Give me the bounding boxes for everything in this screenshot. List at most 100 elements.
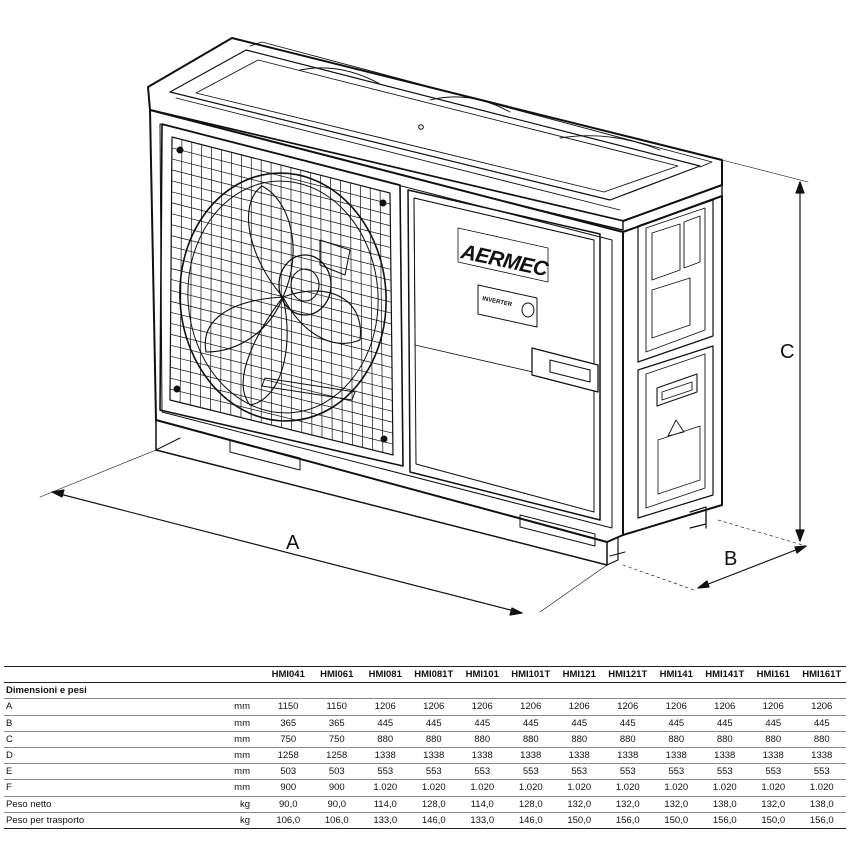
value-cell: 146,0 xyxy=(506,812,555,829)
value-cell: 503 xyxy=(312,763,361,781)
grille-wire xyxy=(170,322,393,379)
value-cell: 106,0 xyxy=(264,812,313,829)
grille-wire xyxy=(171,180,391,238)
value-cell: 553 xyxy=(361,763,410,781)
value-cell: 445 xyxy=(506,715,555,732)
row-unit: mm xyxy=(184,731,264,748)
grille-wire xyxy=(170,224,392,281)
value-cell: 1206 xyxy=(652,698,701,716)
value-cell: 553 xyxy=(458,763,507,781)
side-panel xyxy=(622,195,723,536)
value-cell: 1338 xyxy=(409,747,458,765)
value-cell: 1206 xyxy=(361,698,410,716)
value-cell: 1338 xyxy=(361,747,410,765)
value-cell: 1.020 xyxy=(555,779,604,797)
value-cell: 553 xyxy=(603,763,652,781)
grille-wire xyxy=(170,279,392,336)
value-cell: 1206 xyxy=(797,698,846,716)
row-label: C xyxy=(4,731,184,748)
model-header: HMI161T xyxy=(797,665,846,684)
grille-wire xyxy=(171,202,392,259)
value-cell: 133,0 xyxy=(361,812,410,829)
value-cell: 90,0 xyxy=(264,796,313,813)
model-header: HMI081 xyxy=(361,665,410,684)
value-cell: 880 xyxy=(797,731,846,748)
dimension-label-b: B xyxy=(724,548,737,570)
value-cell: 445 xyxy=(603,715,652,732)
grille-wire xyxy=(170,290,393,347)
value-cell: 150,0 xyxy=(749,812,798,829)
value-cell: 138,0 xyxy=(700,796,749,813)
value-cell: 128,0 xyxy=(506,796,555,813)
value-cell: 445 xyxy=(797,715,846,732)
dimension-a xyxy=(39,449,608,616)
value-cell: 1258 xyxy=(264,747,313,765)
row-unit: mm xyxy=(184,747,264,765)
model-header: HMI121 xyxy=(555,665,604,684)
value-cell: 445 xyxy=(361,715,410,732)
value-cell: 132,0 xyxy=(749,796,798,813)
grille-wire xyxy=(171,147,391,205)
model-header: HMI141 xyxy=(652,665,701,684)
value-cell: 1206 xyxy=(409,698,458,716)
value-cell: 880 xyxy=(458,731,507,748)
value-cell: 1.020 xyxy=(603,779,652,797)
value-cell: 445 xyxy=(555,715,604,732)
front-panel xyxy=(149,109,624,543)
value-cell: 553 xyxy=(409,763,458,781)
value-cell: 553 xyxy=(506,763,555,781)
section-title: Dimensioni e pesi xyxy=(4,682,846,700)
value-cell: 1150 xyxy=(264,698,313,716)
value-cell: 156,0 xyxy=(797,812,846,829)
value-cell: 880 xyxy=(749,731,798,748)
value-cell: 1338 xyxy=(458,747,507,765)
value-cell: 1338 xyxy=(652,747,701,765)
value-cell: 553 xyxy=(700,763,749,781)
unit-technical-drawing: AERMEC INVERTER A B C xyxy=(39,37,809,616)
row-label: E xyxy=(4,763,184,781)
base-frame xyxy=(155,419,707,566)
value-cell: 114,0 xyxy=(361,796,410,813)
value-cell: 90,0 xyxy=(312,796,361,813)
grille-wire xyxy=(169,377,394,434)
value-cell: 553 xyxy=(749,763,798,781)
value-cell: 1.020 xyxy=(458,779,507,797)
value-cell: 900 xyxy=(264,779,313,797)
grille-wire xyxy=(170,235,392,292)
value-cell: 1338 xyxy=(749,747,798,765)
grille-wire xyxy=(169,388,394,445)
dimension-c xyxy=(721,159,809,542)
value-cell: 156,0 xyxy=(700,812,749,829)
value-cell: 1.020 xyxy=(700,779,749,797)
model-header: HMI061 xyxy=(312,665,361,684)
row-unit: mm xyxy=(184,715,264,732)
value-cell: 750 xyxy=(264,731,313,748)
value-cell: 138,0 xyxy=(797,796,846,813)
value-cell: 553 xyxy=(652,763,701,781)
grille-wire xyxy=(170,268,392,325)
value-cell: 1.020 xyxy=(749,779,798,797)
value-cell: 1206 xyxy=(700,698,749,716)
header-unit-cell xyxy=(184,665,264,684)
value-cell: 114,0 xyxy=(458,796,507,813)
grille-wire xyxy=(169,366,393,423)
value-cell: 150,0 xyxy=(555,812,604,829)
grille-wire xyxy=(170,311,393,369)
value-cell: 1150 xyxy=(312,698,361,716)
value-cell: 445 xyxy=(700,715,749,732)
value-cell: 880 xyxy=(555,731,604,748)
value-cell: 553 xyxy=(797,763,846,781)
value-cell: 445 xyxy=(458,715,507,732)
model-header: HMI081T xyxy=(409,665,458,684)
model-header: HMI121T xyxy=(603,665,652,684)
value-cell: 1.020 xyxy=(652,779,701,797)
row-unit: kg xyxy=(184,796,264,813)
value-cell: 1338 xyxy=(700,747,749,765)
value-cell: 1.020 xyxy=(361,779,410,797)
value-cell: 1.020 xyxy=(797,779,846,797)
